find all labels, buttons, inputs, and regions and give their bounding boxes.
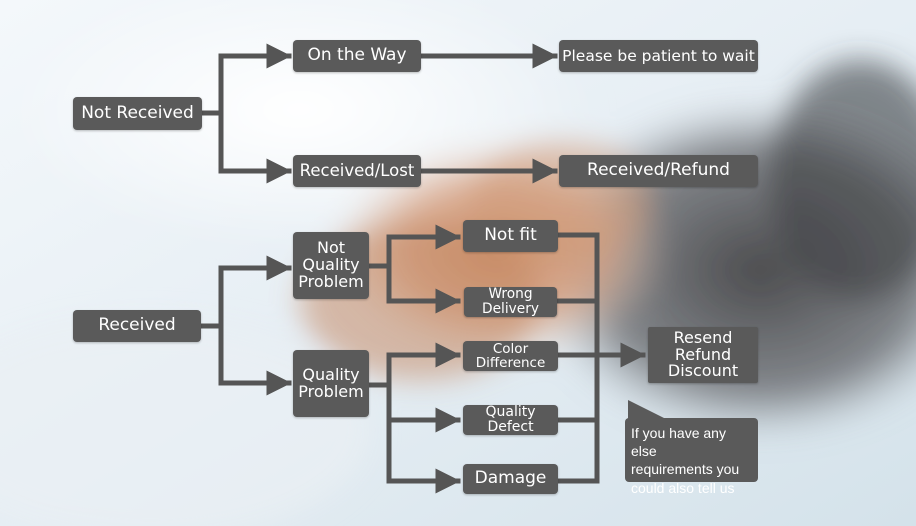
node-quality-defect: Quality Defect — [463, 405, 558, 435]
node-not-quality-line-3: Problem — [298, 271, 364, 291]
node-damage: Damage — [463, 464, 558, 494]
node-quality-line-2: Problem — [298, 381, 364, 401]
node-not-quality-problem: Not Quality Problem — [293, 232, 369, 299]
node-not-fit: Not fit — [463, 220, 558, 252]
callout-pointer — [628, 400, 668, 420]
outcome-refund: Refund — [674, 344, 732, 364]
node-received: Received — [73, 310, 201, 342]
callout-line-2: requirements you — [631, 461, 740, 478]
node-outcome-resend-refund-discount: Resend Refund Discount — [648, 327, 758, 383]
node-quality-problem: Quality Problem — [293, 350, 369, 417]
node-received-refund: Received/Refund — [559, 155, 758, 187]
node-color-difference: Color Difference — [463, 341, 558, 371]
callout-extra-requirements: If you have any else requirements you co… — [625, 418, 758, 496]
node-quality-line-1: Quality — [302, 364, 360, 384]
node-please-be-patient: Please be patient to wait — [559, 40, 758, 72]
outcome-discount: Discount — [667, 361, 739, 381]
callout-line-1: If you have any else — [631, 425, 726, 460]
node-on-the-way: On the Way — [293, 40, 421, 72]
node-not-quality-line-2: Quality — [302, 255, 360, 275]
outcome-resend: Resend — [673, 327, 733, 347]
node-received-lost: Received/Lost — [293, 155, 421, 187]
callout-line-3: could also tell us — [631, 479, 735, 496]
node-not-received: Not Received — [73, 97, 202, 130]
node-wrong-delivery: Wrong Delivery — [463, 287, 558, 317]
node-not-quality-line-1: Not — [316, 238, 346, 258]
